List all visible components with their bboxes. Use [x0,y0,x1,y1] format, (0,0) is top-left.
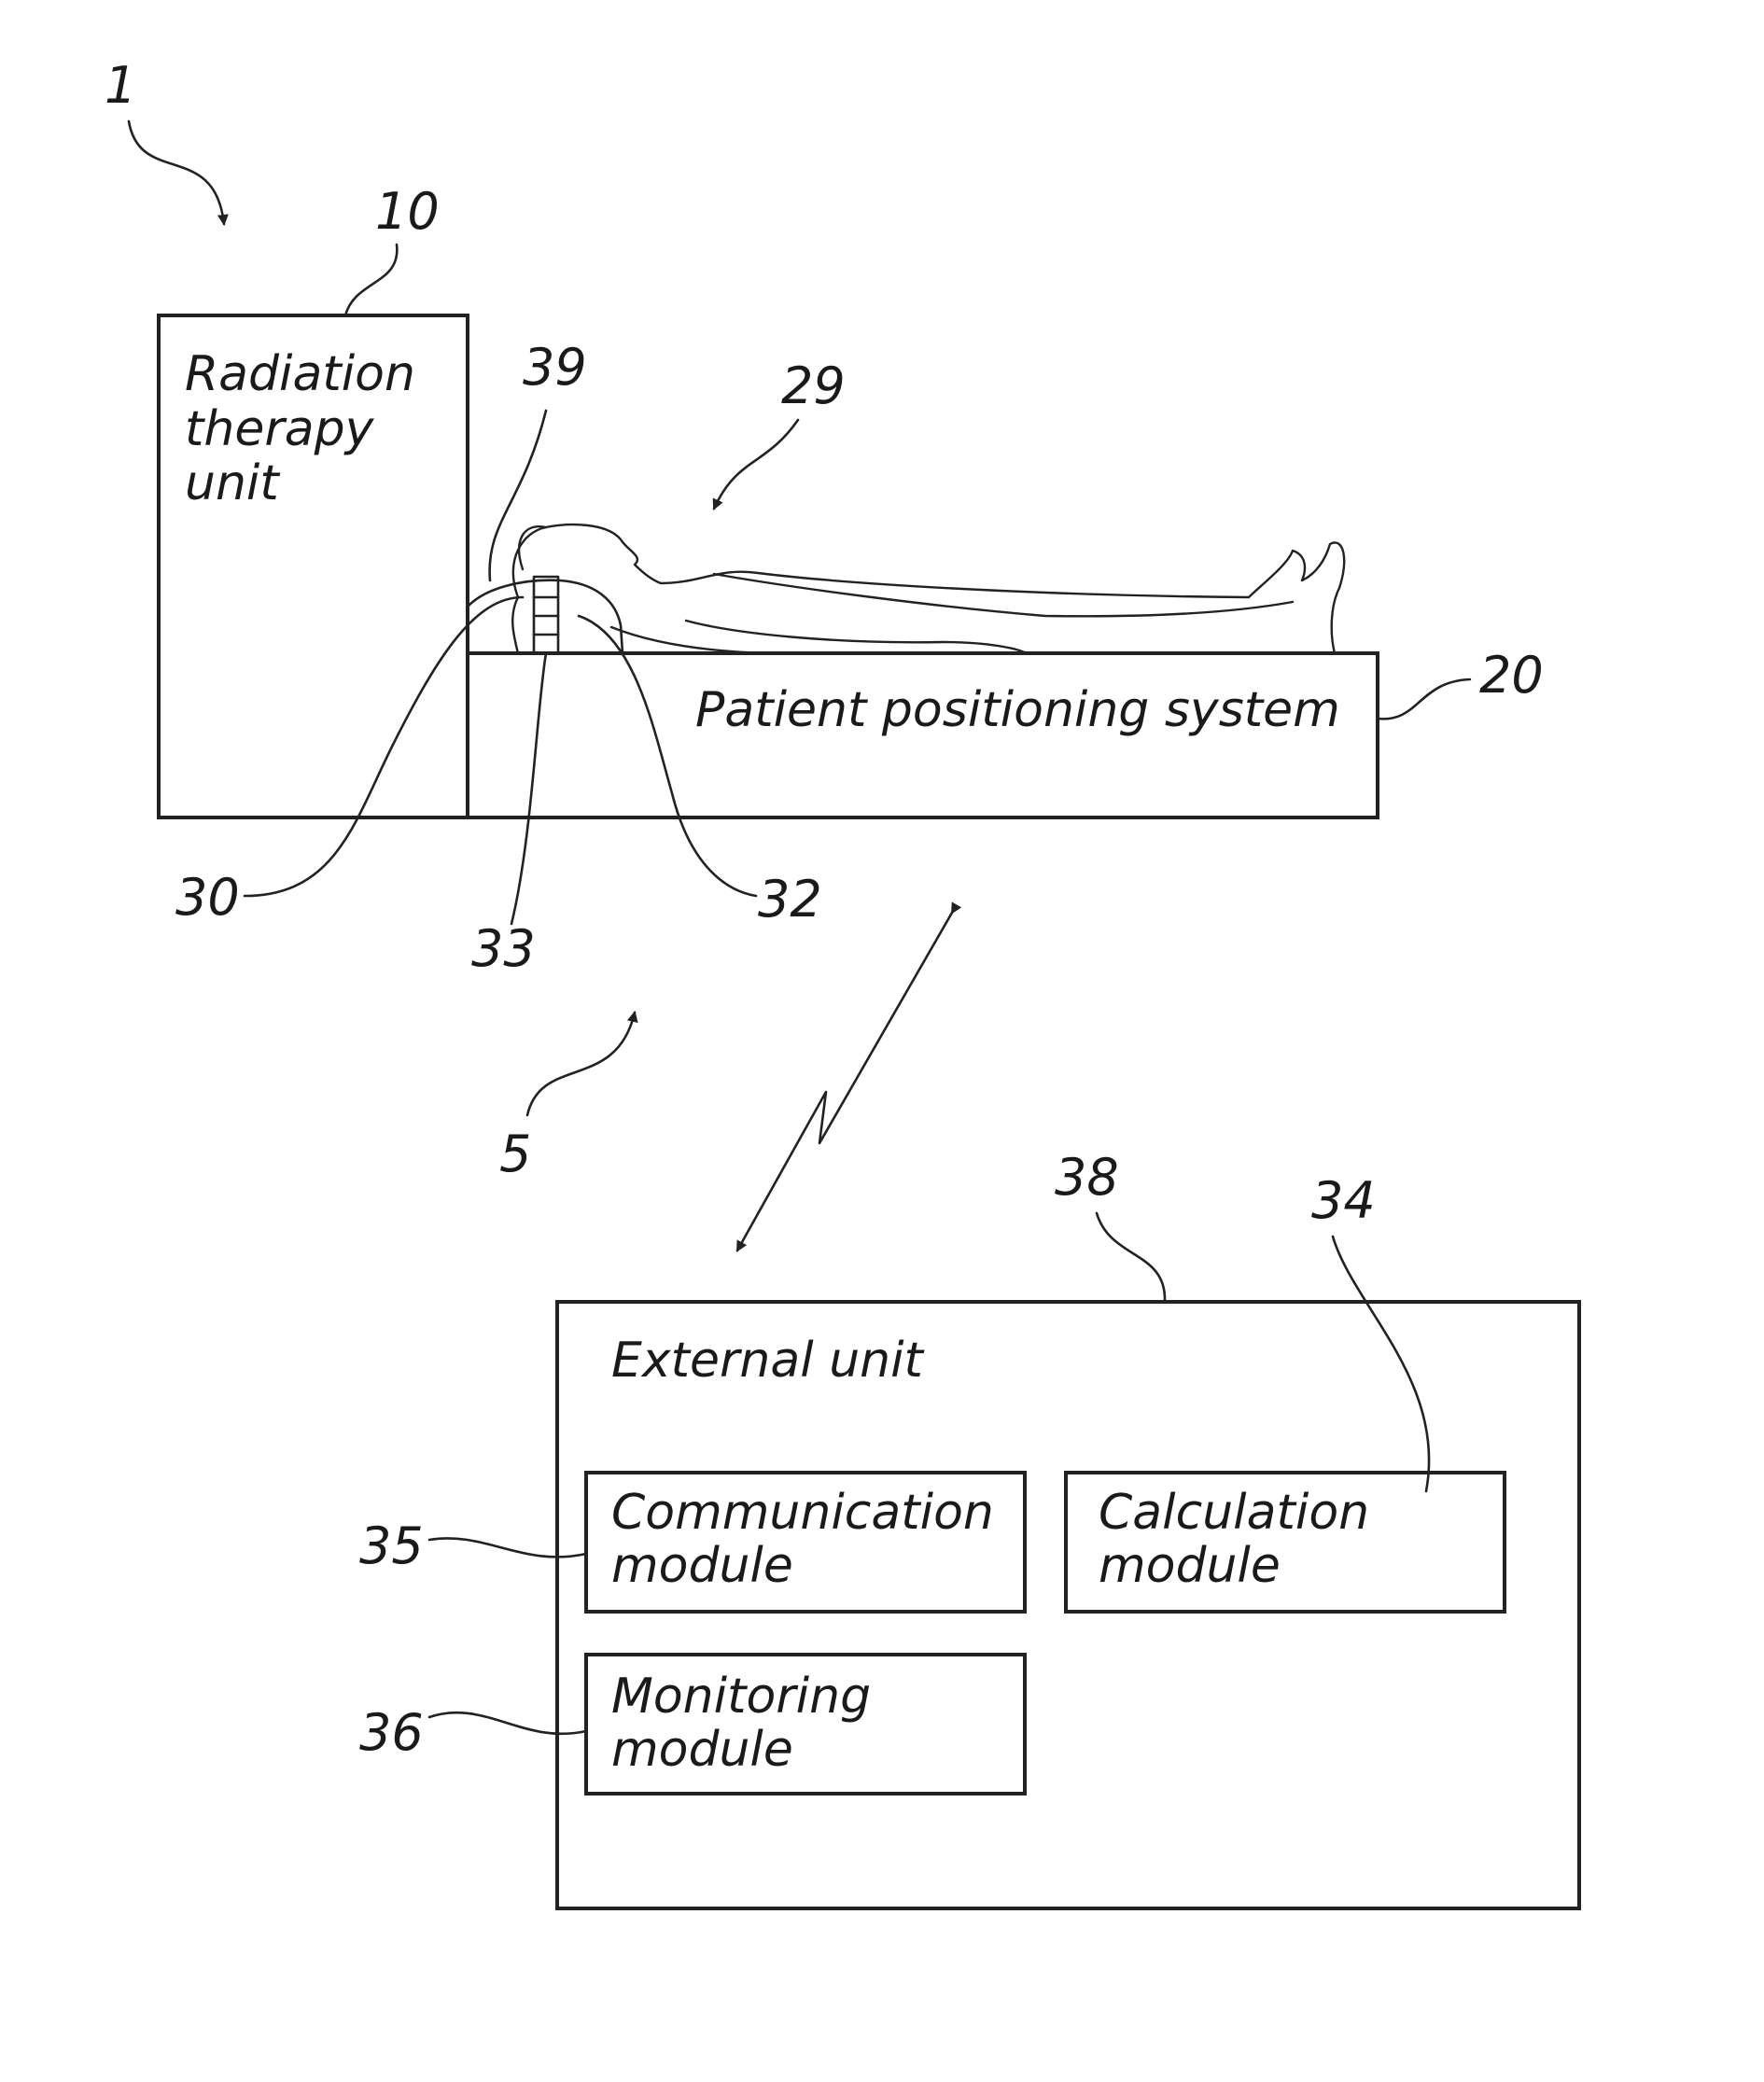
communication-module-label-line2: module [611,1538,793,1594]
radiation-therapy-unit-label-line1: Radiation [185,346,415,402]
monitoring-module-leader [429,1712,586,1734]
system-ref-arrow [527,1013,635,1115]
monitoring-module-ref: 36 [359,1703,424,1762]
external-unit-box [557,1302,1579,1908]
head-support-ref: 39 [523,338,587,397]
calculation-module-label-line2: module [1099,1538,1281,1594]
external-unit-label: External unit [611,1333,925,1389]
patient-figure [512,524,1344,653]
external-unit-leader [1097,1213,1165,1302]
patient-positioning-system-ref: 20 [1479,646,1544,705]
ref-33: 33 [471,919,536,978]
head-support-leader [490,411,546,580]
patient-ref-arrow [714,420,798,509]
communication-module-label-line1: Communication [611,1485,994,1541]
communication-module-ref: 35 [359,1516,424,1575]
ref-32-leader [579,616,756,896]
system-ref: 5 [499,1125,531,1183]
radiation-therapy-unit-label-line3: unit [185,455,280,511]
calculation-module-label-line1: Calculation [1099,1485,1369,1541]
figure-number: 1 [105,56,136,115]
communication-module-leader [429,1538,586,1557]
monitoring-module-label-line1: Monitoring [611,1669,871,1725]
radiation-therapy-unit-ref: 10 [375,182,440,241]
calculation-module-ref: 34 [1311,1171,1376,1230]
monitoring-module-label-line2: module [611,1722,793,1778]
ref-30: 30 [175,868,240,927]
wireless-link [737,913,952,1251]
head-support-ladder [534,577,558,653]
patient-positioning-system-label: Patient positioning system [695,682,1340,738]
ref-30-leader [245,597,523,896]
figure-number-arrow [129,121,224,224]
radiation-therapy-unit-label-line2: therapy [185,401,375,457]
external-unit-ref: 38 [1055,1148,1119,1207]
radiation-therapy-unit-leader [345,245,397,315]
ref-33-leader [511,653,546,924]
patient-positioning-system-leader [1378,679,1470,719]
patient-ref: 29 [781,356,846,415]
ref-32: 32 [758,870,822,929]
calculation-module-leader [1333,1237,1429,1491]
